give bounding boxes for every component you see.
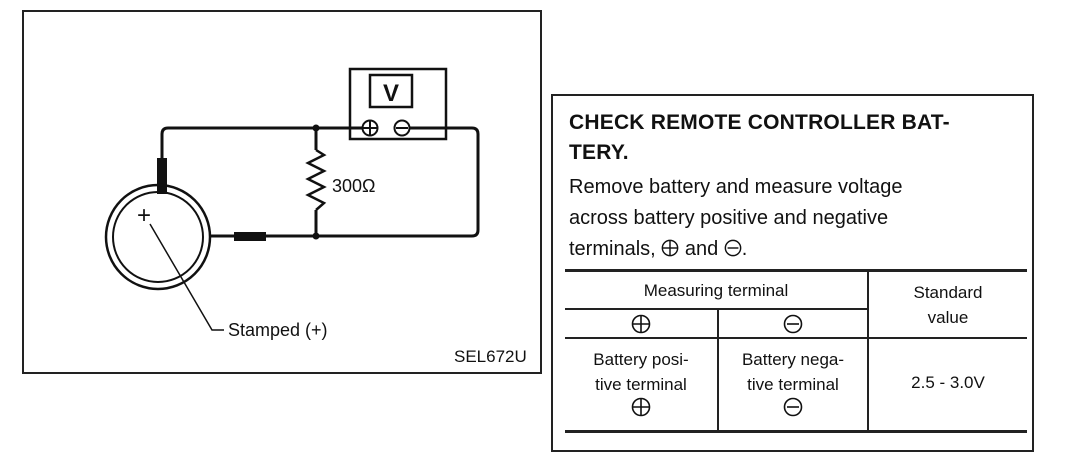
table-divider xyxy=(867,272,869,430)
minus-circle-icon xyxy=(783,397,803,417)
instruction-line: terminals, and . xyxy=(569,234,1009,265)
plus-circle-icon xyxy=(631,397,651,417)
header-standard-value: Standard value xyxy=(869,272,1027,337)
header-standard-line: value xyxy=(927,307,969,327)
measurement-table: Measuring terminal Standard value Batter… xyxy=(565,269,1027,433)
circuit-wires xyxy=(160,126,480,238)
cell-text: tive terminal xyxy=(747,375,839,394)
figure-code: SEL672U xyxy=(454,347,527,366)
instruction-line: Remove battery and measure voltage xyxy=(569,176,903,198)
wiring-diagram: V 300Ω xyxy=(104,67,527,366)
table-bottom-rule xyxy=(565,430,1027,433)
positive-probe xyxy=(157,158,167,194)
stamped-callout: Stamped (+) xyxy=(228,320,328,340)
cell-negative-terminal: Battery nega- tive terminal xyxy=(719,339,867,425)
cell-text: tive terminal xyxy=(595,375,687,394)
instruction-text: terminals, xyxy=(569,238,656,260)
cell-text: Battery posi- xyxy=(593,350,689,369)
check-title-line: CHECK REMOTE CONTROLLER BAT- xyxy=(569,111,950,134)
instruction-text: . xyxy=(741,238,748,260)
header-standard-line: Standard xyxy=(913,282,983,302)
subheader-negative xyxy=(719,310,867,337)
check-title-line: TERY. xyxy=(569,141,629,164)
subheader-positive xyxy=(565,310,717,337)
check-title: CHECK REMOTE CONTROLLER BAT- TERY. xyxy=(569,108,1009,168)
table-divider xyxy=(717,309,719,430)
plus-circle-icon xyxy=(661,239,679,257)
check-instruction-box: CHECK REMOTE CONTROLLER BAT- TERY. Remov… xyxy=(551,94,1034,452)
plus-circle-icon xyxy=(361,119,379,137)
instruction-line: across battery positive and negative xyxy=(569,207,889,229)
minus-circle-icon xyxy=(724,239,742,257)
table-divider xyxy=(565,308,867,310)
cell-text: Battery nega- xyxy=(741,350,845,369)
resistor-value: 300Ω xyxy=(332,176,376,196)
table-divider xyxy=(565,337,1027,339)
voltmeter: V xyxy=(348,67,448,141)
instruction-text: and xyxy=(684,238,719,260)
voltmeter-label: V xyxy=(383,80,399,107)
table-top-rule xyxy=(565,269,1027,272)
junction-dot xyxy=(312,232,320,240)
negative-probe xyxy=(234,232,266,241)
plus-circle-icon xyxy=(631,314,651,333)
check-instructions: Remove battery and measure voltage acros… xyxy=(569,172,1009,265)
battery-plus-mark: + xyxy=(137,202,151,229)
cell-positive-terminal: Battery posi- tive terminal xyxy=(565,339,717,425)
callout-leader xyxy=(149,223,224,331)
cell-standard-value: 2.5 - 3.0V xyxy=(911,372,985,392)
header-measuring-terminal: Measuring terminal xyxy=(643,280,789,300)
minus-circle-icon xyxy=(393,119,411,137)
coin-battery xyxy=(104,183,212,291)
resistor xyxy=(305,148,327,211)
wiring-diagram-panel: V 300Ω xyxy=(22,10,542,374)
junction-dot xyxy=(312,124,320,132)
minus-circle-icon xyxy=(783,314,803,333)
